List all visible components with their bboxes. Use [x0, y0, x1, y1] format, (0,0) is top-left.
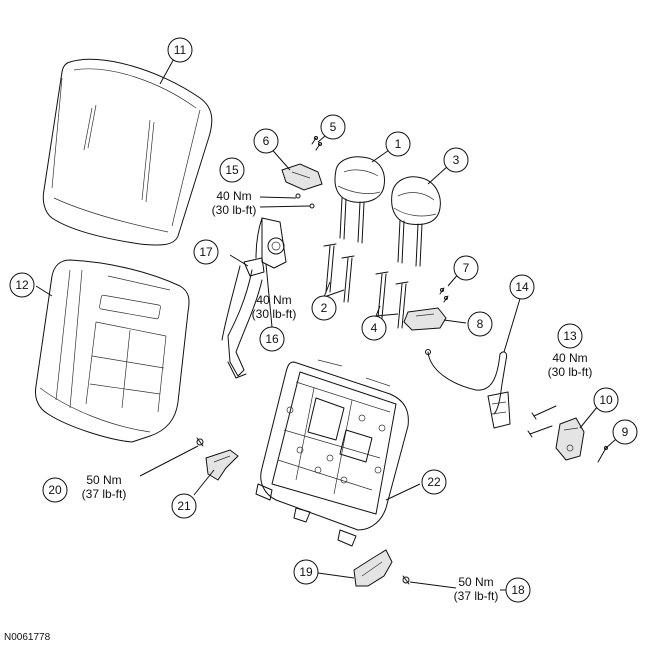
callout-number: 2: [321, 301, 328, 315]
callout-number: 16: [265, 332, 279, 346]
callout-3: 3: [443, 147, 469, 173]
callout-16: 16: [259, 326, 285, 352]
callout-20: 20: [42, 477, 68, 503]
release-cable-14: [425, 349, 511, 429]
screws-5: [311, 136, 322, 151]
torque-lbft: (30 lb-ft): [252, 307, 297, 321]
callout-number: 18: [511, 583, 525, 597]
callout-7: 7: [453, 255, 479, 281]
screw-9: [597, 446, 608, 463]
torque-lbft: (30 lb-ft): [212, 203, 257, 217]
torque-spec-20: 50 Nm (37 lb-ft): [82, 473, 127, 501]
headrest-guide-bracket: [281, 163, 323, 191]
torque-spec-15: 40 Nm (30 lb-ft): [212, 189, 257, 217]
callout-17: 17: [193, 239, 219, 265]
latch-8: [403, 307, 447, 331]
headrest-guides-4: [375, 271, 409, 329]
headrest-3: [391, 176, 441, 267]
callout-number: 5: [330, 120, 337, 134]
callout-number: 4: [371, 321, 378, 335]
callout-number: 13: [563, 329, 577, 343]
callout-6: 6: [253, 128, 279, 154]
callout-number: 3: [453, 153, 460, 167]
callout-number: 8: [477, 317, 484, 331]
bracket-21: [205, 449, 239, 481]
seat-back-frame-22: [255, 359, 409, 547]
torque-nm: 50 Nm: [86, 473, 121, 487]
callout-5: 5: [320, 114, 346, 140]
callout-2: 2: [311, 295, 337, 321]
callout-number: 6: [263, 134, 270, 148]
callout-number: 19: [299, 565, 313, 579]
torque-lbft: (30 lb-ft): [548, 365, 593, 379]
bracket-19: [353, 549, 393, 587]
callout-number: 10: [599, 393, 613, 407]
callout-21: 21: [171, 493, 197, 519]
callout-number: 14: [515, 280, 529, 294]
bolt-18: [402, 575, 410, 585]
torque-nm: 40 Nm: [216, 189, 251, 203]
callout-12: 12: [9, 272, 35, 298]
callout-number: 11: [174, 43, 187, 57]
callout-22: 22: [421, 469, 447, 495]
seat-back-pad: [35, 259, 190, 443]
callout-4: 4: [361, 315, 387, 341]
callout-15: 15: [219, 157, 245, 183]
callout-9: 9: [612, 419, 638, 445]
callout-13: 13: [557, 323, 583, 349]
callout-10: 10: [593, 387, 619, 413]
bolt-20: [196, 437, 204, 447]
callout-19: 19: [293, 559, 319, 585]
callout-8: 8: [467, 311, 493, 337]
callout-number: 1: [395, 137, 402, 151]
callout-number: 7: [463, 261, 470, 275]
callout-number: 22: [427, 475, 441, 489]
callout-number: 17: [199, 245, 213, 259]
callout-11: 11: [167, 37, 193, 63]
headrest-1: [334, 156, 385, 244]
torque-spec-16: 40 Nm (30 lb-ft): [252, 293, 297, 321]
callout-14: 14: [509, 274, 535, 300]
torque-nm: 50 Nm: [458, 575, 493, 589]
seat-back-cover: [42, 58, 213, 246]
seat-belt-assembly: [221, 217, 287, 379]
screws-7: [439, 287, 449, 303]
callout-number: 15: [225, 163, 239, 177]
callout-number: 20: [48, 483, 62, 497]
torque-spec-13: 40 Nm (30 lb-ft): [548, 351, 593, 379]
bolts-13: [527, 405, 557, 438]
callout-1: 1: [385, 131, 411, 157]
callout-18: 18: [505, 577, 531, 603]
hinge-cover-10: [555, 417, 585, 461]
figure-reference-code: N0061778: [4, 632, 51, 643]
headrest-guides-2: [323, 243, 355, 303]
callout-number: 9: [622, 425, 629, 439]
torque-lbft: (37 lb-ft): [82, 487, 127, 501]
torque-lbft: (37 lb-ft): [454, 589, 499, 603]
callout-number: 12: [15, 278, 29, 292]
torque-nm: 40 Nm: [256, 293, 291, 307]
torque-spec-18: 50 Nm (37 lb-ft): [454, 575, 499, 603]
torque-nm: 40 Nm: [552, 351, 587, 365]
callout-number: 21: [177, 499, 191, 513]
